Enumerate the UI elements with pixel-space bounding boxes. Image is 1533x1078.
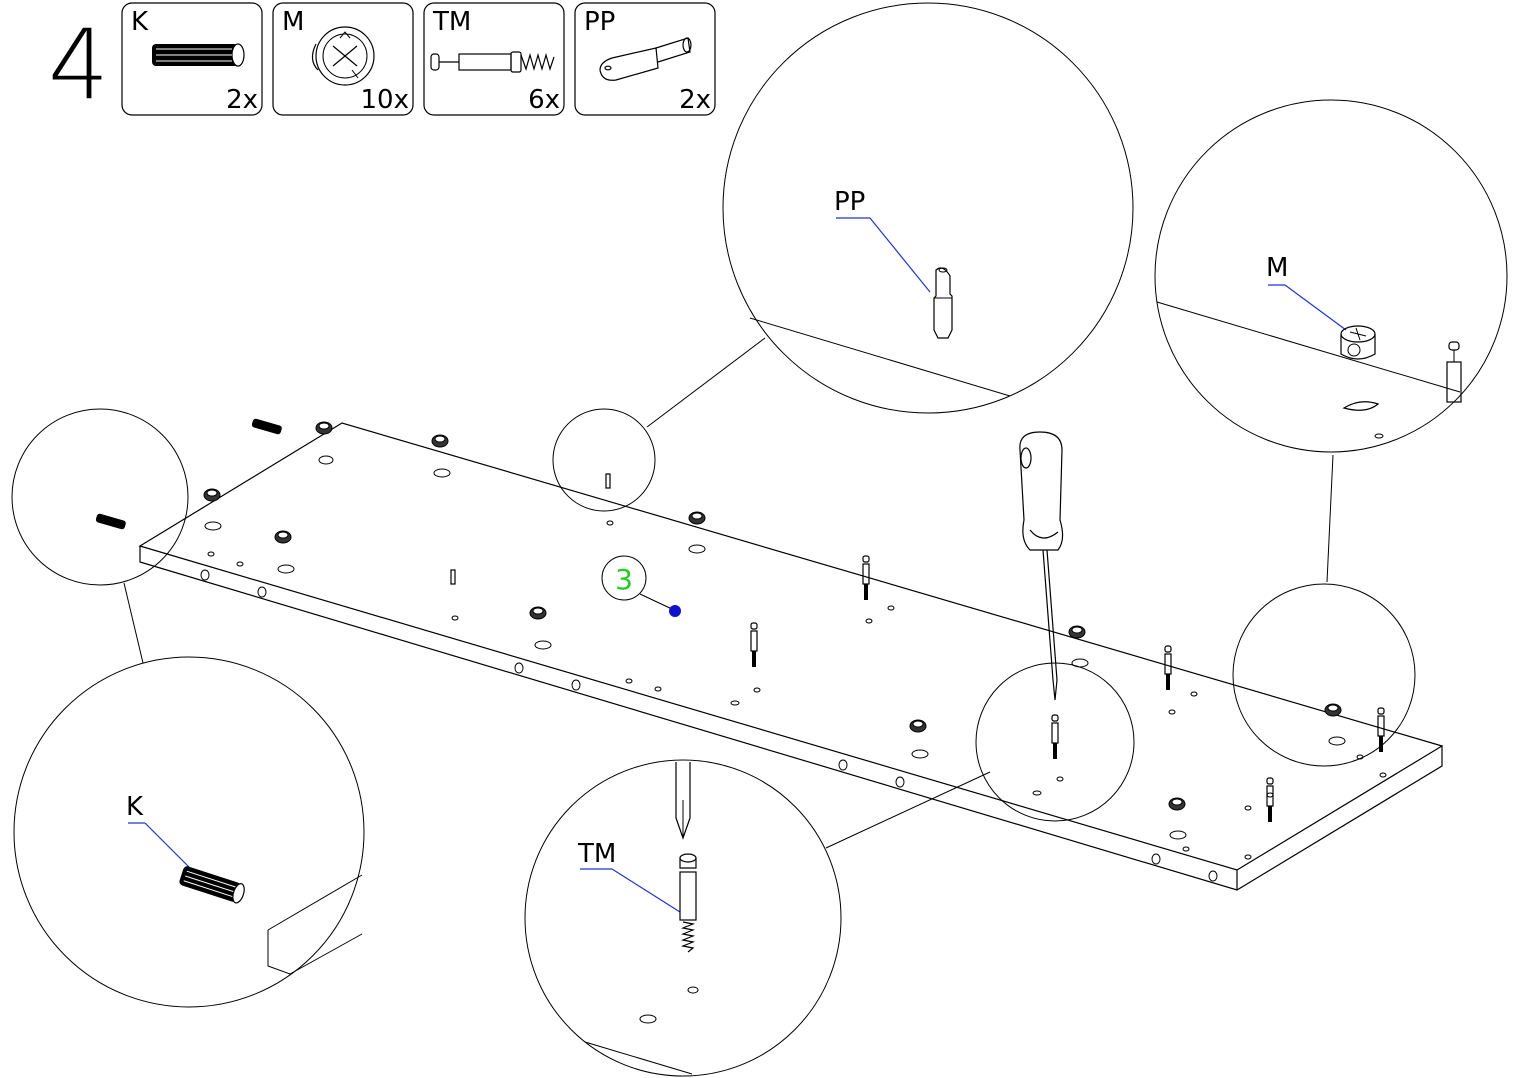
cam-bolts <box>750 555 1385 822</box>
part-box-pp: PP 2x <box>574 2 716 116</box>
cam-lock-icon <box>311 26 375 86</box>
callout-label-tm: TM <box>577 839 616 869</box>
part-box-k: K 2x <box>121 2 263 116</box>
dowel-icon <box>152 43 245 67</box>
detail-pp: PP <box>722 2 1134 414</box>
part-box-tm: TM 6x <box>423 2 565 116</box>
shelf-pin-icon <box>599 37 692 81</box>
callout-label-m: M <box>1266 253 1288 283</box>
cam-bolt-icon <box>430 51 555 73</box>
panel-board: 3 <box>95 418 1444 891</box>
detail-m: M <box>1154 99 1508 453</box>
part-code: K <box>131 7 149 37</box>
source-circle-k <box>11 408 189 586</box>
part-code: TM <box>432 7 471 37</box>
part-code: M <box>282 7 304 37</box>
callout-label-k: K <box>126 792 144 822</box>
panel-id: 3 <box>615 563 633 596</box>
source-circle-tm <box>975 662 1135 822</box>
edge-holes <box>200 569 1218 882</box>
panel-dot <box>669 605 681 617</box>
panel-id-marker: 3 <box>601 555 681 617</box>
part-qty: 2x <box>679 85 711 115</box>
cam-locks <box>203 421 1342 811</box>
part-code: PP <box>584 7 615 37</box>
part-qty: 2x <box>226 85 258 115</box>
parts-legend: K 2x M 10x <box>121 2 716 116</box>
part-qty: 6x <box>528 85 560 115</box>
shelf-pins-on-panel <box>450 473 611 585</box>
step-number: 4 <box>48 9 109 121</box>
screwdriver-icon <box>1019 431 1064 701</box>
detail-k: K <box>13 656 365 1008</box>
surface-holes <box>204 455 1387 860</box>
part-qty: 10x <box>361 85 409 115</box>
dowels-on-panel <box>95 418 282 530</box>
source-circle-pp <box>552 408 656 512</box>
detail-callouts: PP M <box>11 2 1508 1077</box>
detail-tm: TM <box>524 759 842 1077</box>
source-circle-m <box>1232 583 1416 767</box>
part-box-m: M 10x <box>272 2 414 116</box>
callout-label-pp: PP <box>834 187 865 217</box>
